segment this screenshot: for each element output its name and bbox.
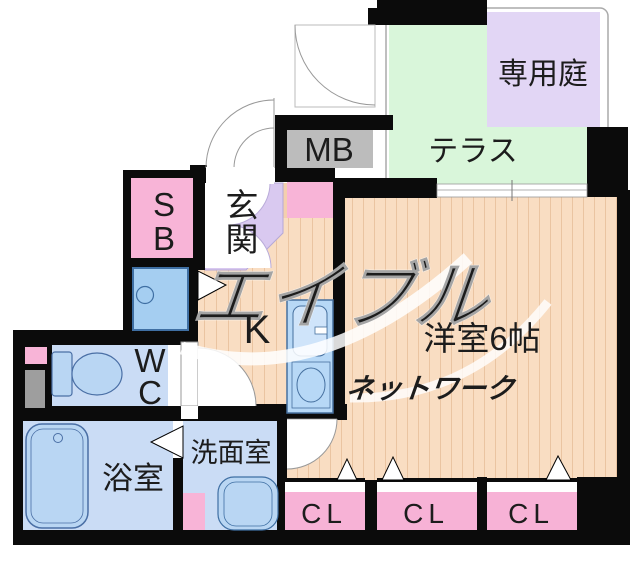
washroom-label: 洗面室: [191, 438, 272, 468]
toilet-bowl: [71, 352, 123, 396]
bathroom-label: 浴室: [102, 461, 164, 496]
washroom-pink-block: [183, 493, 205, 530]
shoe-box-block: [131, 178, 193, 258]
svg-text:C: C: [138, 374, 162, 411]
toilet-tank: [51, 351, 73, 397]
wash-basin: [217, 476, 279, 531]
outdoor-areas: [385, 7, 609, 194]
bathtub: [25, 423, 89, 529]
svg-text:関: 関: [226, 221, 259, 258]
closet-3-label: CL: [508, 498, 554, 529]
private-garden-area: [487, 12, 600, 127]
svg-text:B: B: [153, 220, 175, 257]
terrace-window: [436, 180, 588, 201]
closet-door-marker: [336, 457, 358, 481]
drain-icon: [135, 285, 155, 305]
genkan-opening: [206, 167, 274, 184]
closet-3-block: [487, 492, 577, 530]
room-labels: 専用庭 テラス MB 玄 関 S B K 洋室6帖 W C 浴室 洗面室 CL …: [102, 58, 588, 529]
closet-door-marker: [381, 455, 405, 481]
entrance-label: 玄: [226, 187, 259, 224]
stove-icon: [296, 367, 326, 403]
watermark: エイブル ネットワーク: [180, 253, 552, 404]
closet-1-block: [285, 492, 365, 530]
western-room-label: 洋室6帖: [423, 320, 540, 357]
folding-door-marker: [197, 270, 228, 301]
closet-1-label: CL: [301, 498, 347, 529]
pipe-space-gray-block: [25, 370, 45, 408]
wall-pink-block: [25, 347, 47, 364]
washing-machine-space: [132, 267, 189, 331]
watermark-sub: ネットワーク: [345, 373, 518, 404]
blocks: [25, 130, 577, 530]
meter-box-block: [287, 130, 373, 168]
terrace-label: テラス: [428, 135, 517, 168]
pipe-space-pink-block: [287, 182, 333, 218]
shoe-box-label: S: [153, 186, 175, 223]
toilet-label: W: [134, 342, 166, 379]
entry-door-arc: [294, 24, 376, 106]
faucet-icon: [53, 433, 63, 443]
kitchen-label: K: [244, 308, 271, 352]
bath-door-marker: [149, 425, 184, 459]
meter-box-label: MB: [304, 131, 354, 168]
private-garden-label: 専用庭: [498, 58, 588, 91]
closet-door-marker: [545, 454, 572, 481]
closet-2-block: [377, 492, 477, 530]
genkan-door-arc: [205, 99, 275, 169]
western-room-door-arc: [286, 418, 338, 470]
entry-door-frame: [294, 24, 376, 108]
doors: [149, 24, 572, 481]
walls: [13, 0, 630, 545]
watermark-brand: エイブル: [188, 255, 496, 338]
closet-2-label: CL: [403, 498, 449, 529]
